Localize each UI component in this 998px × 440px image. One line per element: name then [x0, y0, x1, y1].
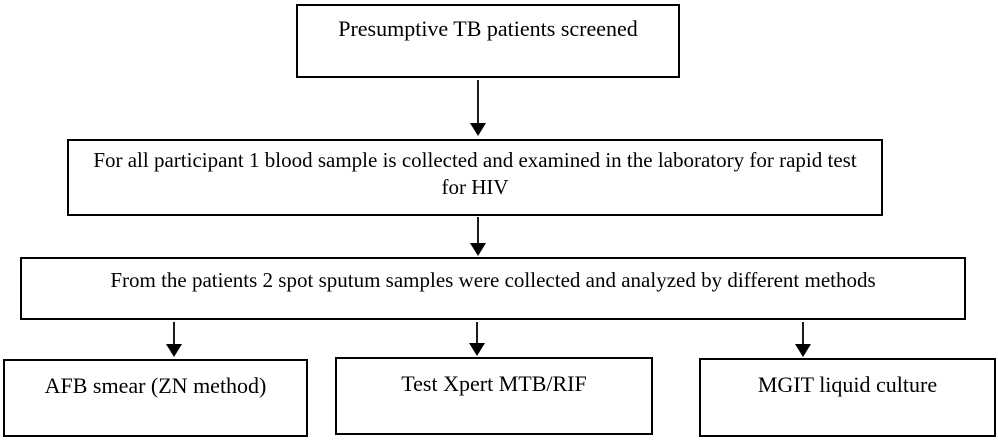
node-xpert-mtb-rif: Test Xpert MTB/RIF — [335, 357, 653, 435]
arrow-sputum-to-mgit — [795, 322, 811, 357]
arrow-shaft — [477, 217, 479, 247]
arrow-head-icon — [469, 343, 485, 356]
arrow-head-icon — [166, 344, 182, 357]
arrow-head-icon — [470, 123, 486, 136]
arrow-sputum-to-afb-smear — [166, 322, 182, 357]
node-afb-smear: AFB smear (ZN method) — [3, 359, 308, 437]
arrow-shaft — [173, 322, 175, 348]
arrow-blood-sample-to-sputum — [470, 217, 486, 256]
arrow-sputum-to-xpert — [469, 322, 485, 356]
node-mgit-liquid-culture: MGIT liquid culture — [699, 358, 996, 437]
arrow-head-icon — [795, 344, 811, 357]
node-presumptive-tb-screened: Presumptive TB patients screened — [296, 4, 680, 78]
arrow-shaft — [476, 322, 478, 347]
node-sputum-samples-collected: From the patients 2 spot sputum samples … — [20, 257, 966, 320]
arrow-head-icon — [470, 243, 486, 256]
arrow-screened-to-blood-sample — [470, 80, 486, 136]
arrow-shaft — [477, 80, 479, 127]
node-blood-sample-hiv-test: For all participant 1 blood sample is co… — [67, 139, 883, 216]
arrow-shaft — [802, 322, 804, 348]
